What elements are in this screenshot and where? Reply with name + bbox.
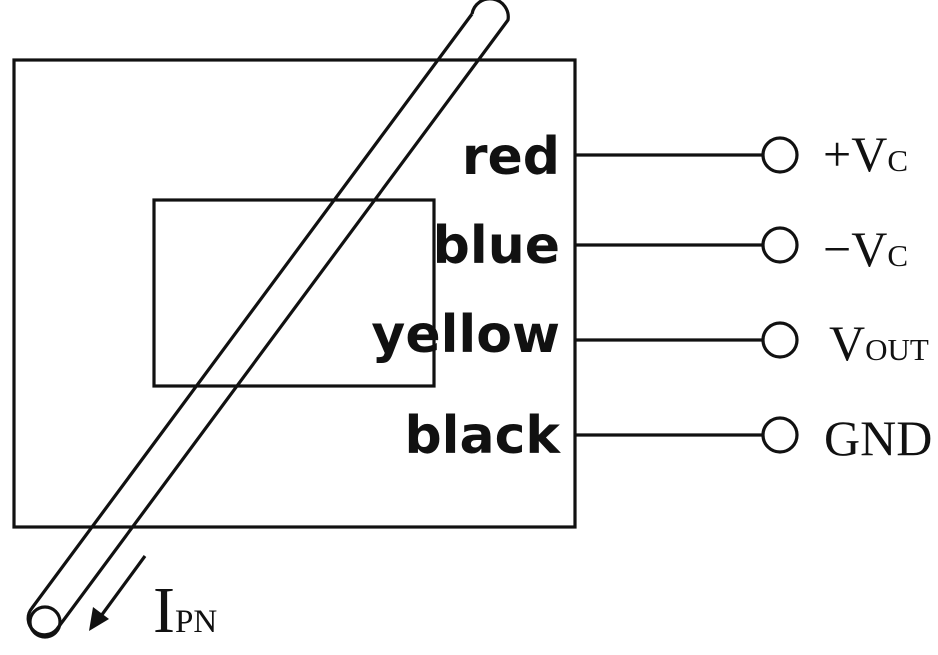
wire-yellow: yellow VOUT [371,305,928,371]
terminal-circle-gnd [761,416,799,454]
core-window [152,198,436,388]
wire-red: red +VC [462,126,908,187]
wire-black: black GND [404,406,932,466]
terminal-circle-vc-plus [761,136,799,174]
conductor-end-circle [28,605,62,639]
terminal-label-vout: VOUT [829,315,929,371]
wire-label-black: black [404,406,561,466]
primary-conductor [26,0,510,639]
current-label: IPN [153,574,217,647]
terminal-label-vc-plus: +VC [823,126,908,182]
wire-blue: blue −VC [433,216,908,277]
wire-label-yellow: yellow [371,305,560,365]
wire-label-blue: blue [433,216,560,276]
sensor-housing [12,58,577,529]
terminal-label-vc-minus: −VC [823,221,908,277]
wire-label-red: red [462,127,560,187]
current-symbol: I [153,574,175,647]
current-arrow [89,555,147,631]
terminal-circle-vout [761,321,799,359]
terminal-circle-vc-minus [761,226,799,264]
current-subscript: PN [175,604,217,640]
terminal-label-gnd: GND [824,410,932,466]
